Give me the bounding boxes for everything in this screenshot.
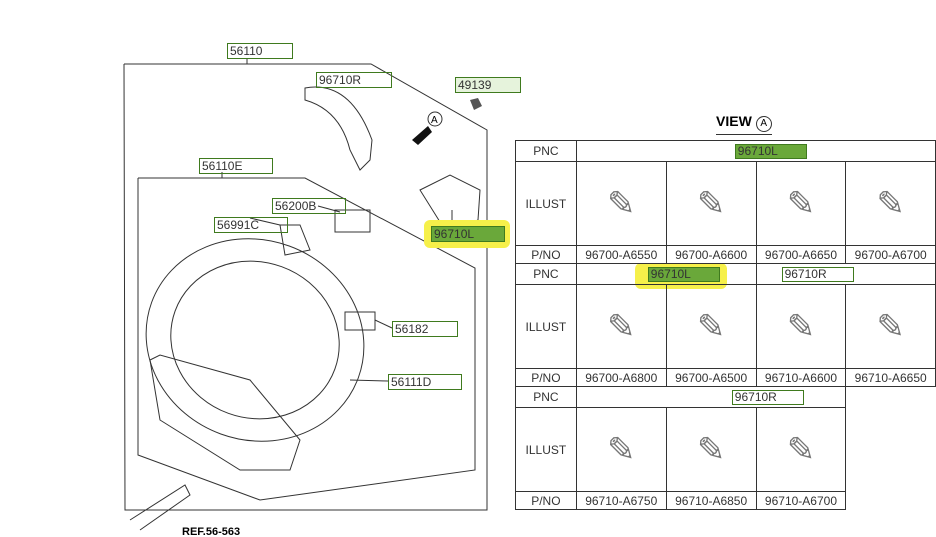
pnc-label[interactable]: 96710R: [781, 266, 854, 282]
view-marker-circle: A: [755, 116, 772, 132]
reference-label[interactable]: REF.56-563: [182, 526, 241, 537]
illust-header: ILLUST: [515, 284, 577, 369]
pnc-label[interactable]: 96710L: [647, 266, 720, 282]
pnc-header: PNC: [515, 263, 577, 285]
label-56110[interactable]: 56110: [227, 43, 293, 59]
switch-illustration[interactable]: ✎: [665, 407, 757, 492]
switch-illustration[interactable]: ✎: [665, 284, 757, 369]
view-marker-label: A: [431, 115, 438, 126]
pnc-header: PNC: [515, 140, 577, 162]
switch-illustration[interactable]: ✎: [575, 284, 667, 369]
label-56182[interactable]: 56182: [392, 321, 458, 337]
label-56111d[interactable]: 56111D: [388, 374, 462, 390]
switch-illustration[interactable]: ✎: [755, 407, 847, 492]
switch-illustration[interactable]: ✎: [845, 161, 936, 246]
part-number[interactable]: 96710-A6700: [755, 491, 847, 510]
switch-illustration[interactable]: ✎: [755, 284, 847, 369]
part-number[interactable]: 96700-A6500: [665, 368, 757, 387]
part-number[interactable]: 96700-A6600: [665, 245, 757, 264]
pno-header: P/NO: [515, 491, 577, 510]
part-number[interactable]: 96710-A6600: [755, 368, 847, 387]
label-56110e[interactable]: 56110E: [199, 158, 273, 174]
part-number[interactable]: 96710-A6850: [665, 491, 757, 510]
illust-header: ILLUST: [515, 407, 577, 492]
switch-illustration[interactable]: ✎: [845, 284, 936, 369]
label-49139[interactable]: 49139: [455, 77, 521, 93]
illust-header: ILLUST: [515, 161, 577, 246]
part-number[interactable]: 96700-A6650: [755, 245, 847, 264]
pnc-header: PNC: [515, 386, 577, 408]
switch-illustration[interactable]: ✎: [755, 161, 847, 246]
pnc-label[interactable]: 96710L: [734, 143, 807, 159]
label-96710l[interactable]: 96710L: [431, 226, 505, 242]
pno-header: P/NO: [515, 245, 577, 264]
label-56991c[interactable]: 56991C: [214, 217, 288, 233]
pno-header: P/NO: [515, 368, 577, 387]
switch-illustration[interactable]: ✎: [575, 161, 667, 246]
part-number[interactable]: 96710-A6750: [575, 491, 667, 510]
part-number[interactable]: 96710-A6650: [845, 368, 936, 387]
part-number[interactable]: 96700-A6700: [845, 245, 936, 264]
part-number[interactable]: 96700-A6800: [575, 368, 667, 387]
view-title: VIEW A: [716, 113, 772, 135]
part-number[interactable]: 96700-A6550: [575, 245, 667, 264]
switch-illustration[interactable]: ✎: [665, 161, 757, 246]
label-56200b[interactable]: 56200B: [272, 198, 346, 214]
switch-illustration[interactable]: ✎: [575, 407, 667, 492]
label-96710r[interactable]: 96710R: [316, 72, 392, 88]
pnc-label[interactable]: 96710R: [731, 389, 804, 405]
view-title-text: VIEW: [716, 113, 752, 129]
